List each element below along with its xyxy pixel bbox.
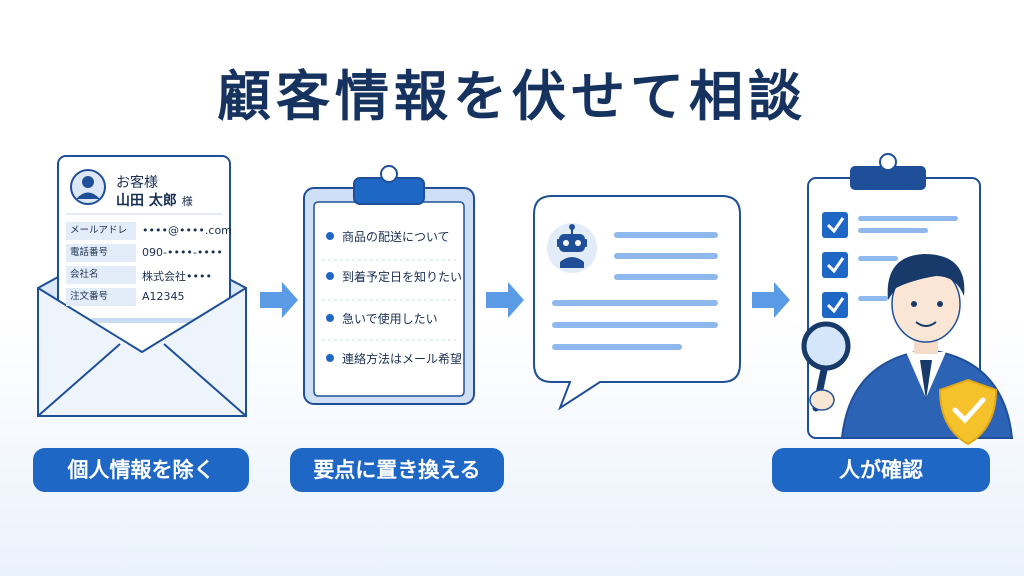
field-value-order: A12345 — [142, 290, 185, 303]
bullet-icon — [326, 272, 334, 280]
customer-name: 山田 太郎 様 — [116, 190, 193, 210]
step-label-human-review: 人が確認 — [772, 448, 990, 492]
field-value-company: 株式会社•••• — [142, 270, 212, 283]
arrow-icon — [752, 282, 790, 318]
checkbox-icon — [822, 212, 848, 238]
checkbox-icon — [822, 292, 848, 318]
page-title: 顧客情報を伏せて相談 — [217, 65, 807, 128]
clipboard-icon — [303, 165, 475, 405]
bullet-icon — [326, 314, 334, 322]
avatar-icon — [70, 169, 106, 205]
magnifying-glass-icon — [801, 321, 851, 412]
field-label-email: メールアドレス — [66, 222, 136, 254]
placeholder-line — [90, 318, 202, 323]
bullet-icon — [326, 232, 334, 240]
robot-icon — [547, 223, 597, 273]
clipboard-item: 連絡方法はメール希望 — [342, 352, 463, 366]
clipboard-item: 急いで使用したい — [342, 312, 438, 326]
clipboard-item: 商品の配送について — [342, 230, 450, 244]
field-value-phone: 090-••••-•••• — [142, 246, 223, 259]
customer-name-text: 山田 太郎 — [116, 193, 177, 209]
customer-honorific: 様 — [181, 195, 193, 208]
field-label-order: 注文番号 — [66, 288, 136, 306]
shield-check-icon — [938, 378, 998, 446]
step-label-remove-personal-info: 個人情報を除く — [33, 448, 249, 492]
field-value-email: ••••@••••.com — [142, 224, 232, 237]
card-header: お客様 — [116, 175, 158, 191]
field-label-phone: 電話番号 — [66, 244, 136, 262]
checkbox-icon — [822, 252, 848, 278]
arrow-icon — [486, 282, 524, 318]
step-label-replace-with-key-points: 要点に置き換える — [290, 448, 504, 492]
envelope-front — [37, 287, 247, 417]
bullet-icon — [326, 354, 334, 362]
clipboard-item: 到着予定日を知りたい — [342, 270, 463, 284]
field-label-company: 会社名 — [66, 266, 136, 284]
arrow-icon — [260, 282, 298, 318]
